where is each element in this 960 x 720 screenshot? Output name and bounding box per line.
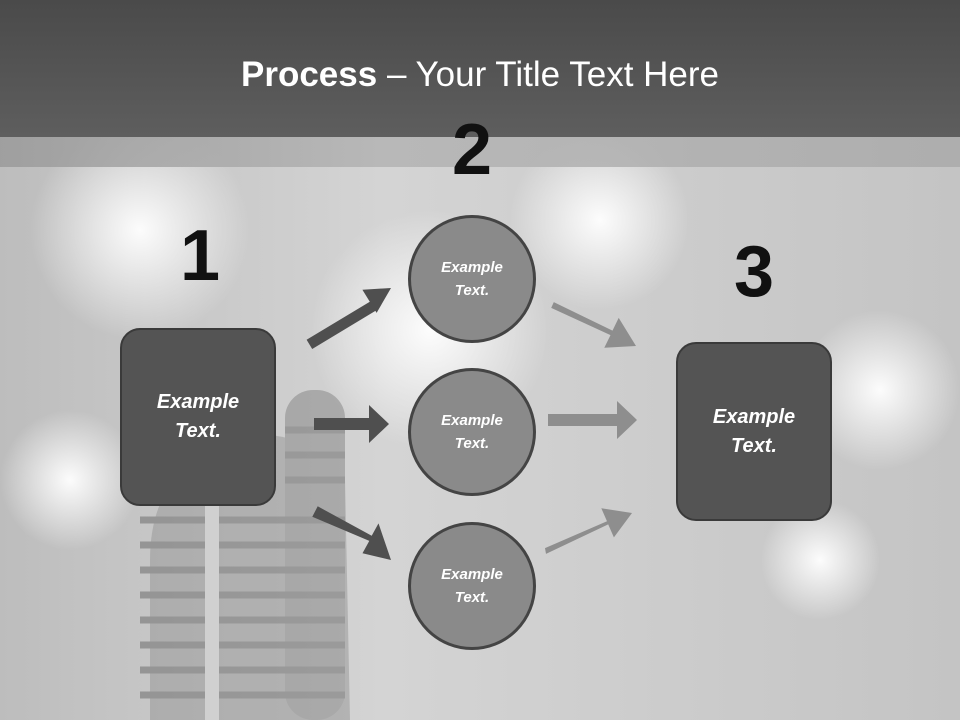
- step-1-text-line1: Example: [156, 391, 240, 413]
- circle-2-text-line2: Text.: [454, 435, 490, 452]
- arrow-from-circle-3: [545, 508, 632, 554]
- step-1-text-line2: Text.: [175, 420, 221, 442]
- step-3-box: Example Text.: [676, 342, 832, 521]
- step-2-circle-bottom: Example Text.: [408, 522, 536, 650]
- circle-2-text-line1: Example: [441, 412, 503, 429]
- microphone-illustration: [140, 390, 350, 720]
- arrow-from-circle-1: [551, 302, 636, 348]
- step-number-3: 3: [733, 232, 775, 312]
- step-2-circle-top: Example Text.: [408, 215, 536, 343]
- title-bar: Process – Your Title Text Here: [0, 0, 960, 137]
- step-1-box: Example Text.: [120, 328, 276, 506]
- circle-3-text-line1: Example: [441, 566, 503, 583]
- step-number-1: 1: [179, 216, 221, 296]
- arrow-to-circle-2: [314, 405, 389, 443]
- circle-3-text-line2: Text.: [454, 589, 490, 606]
- step-number-2: 2: [451, 110, 493, 190]
- slide-title: Process – Your Title Text Here: [0, 52, 960, 98]
- title-bold: Process: [241, 55, 378, 94]
- title-rest: – Your Title Text Here: [377, 55, 719, 94]
- title-strip: [0, 137, 960, 167]
- circle-1-text-line1: Example: [441, 259, 503, 276]
- step-3-text-line2: Text.: [731, 434, 777, 457]
- arrow-to-circle-1: [306, 288, 391, 349]
- circle-1-text-line2: Text.: [454, 282, 490, 299]
- step-2-circle-middle: Example Text.: [408, 368, 536, 496]
- arrow-to-circle-3: [312, 506, 391, 560]
- step-3-text-line1: Example: [712, 405, 796, 428]
- arrow-from-circle-2: [548, 401, 637, 439]
